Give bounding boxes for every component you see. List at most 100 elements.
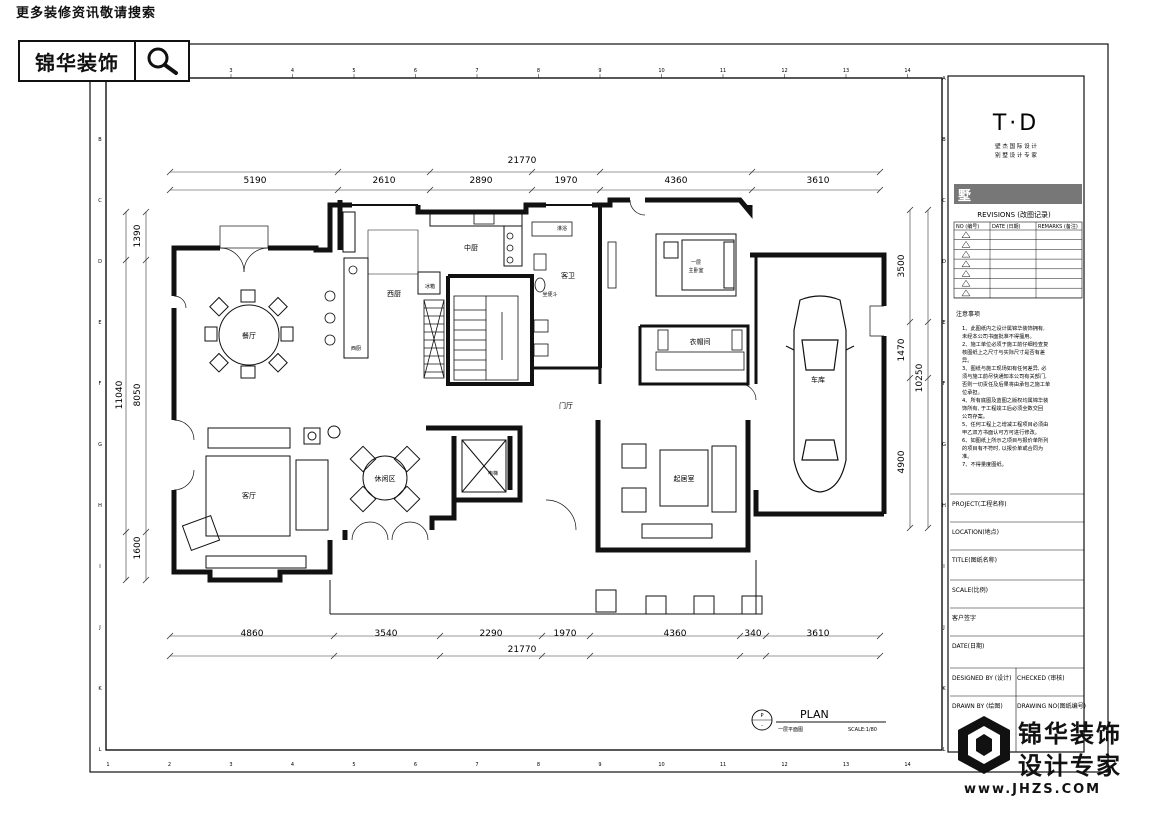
walls [171, 197, 887, 583]
closet-shelves [655, 329, 745, 371]
room-closet: 衣帽间 [690, 337, 711, 346]
bathroom-fixtures [531, 221, 617, 357]
grid-row-right-F: F [943, 381, 946, 387]
grid-row-right-I: I [943, 564, 944, 570]
note-line: 6、如图纸上所示之项目与报价单所列 [962, 436, 1048, 444]
dimension-lines [125, 171, 929, 657]
room-leisure: 休闲区 [375, 474, 396, 483]
plan-marker: P [760, 713, 763, 719]
title-field-label: 客户签字 [952, 614, 976, 622]
grid-row-right-G: G [942, 442, 946, 448]
note-line: 未经本公司书面批准不得擅用。 [962, 332, 1035, 340]
dim-bottom-1: 4860 [241, 629, 264, 639]
dim-top-segments: 5190 2610 2890 1970 4360 3610 [244, 176, 830, 186]
grid-col-top-5: 5 [352, 68, 355, 74]
note-line: 异。 [962, 357, 972, 364]
room-western-kitchen: 西厨 [387, 290, 401, 298]
dim-top-2: 2610 [373, 176, 396, 186]
rev-header-date: DATE (日期) [992, 224, 1021, 230]
dim-bottom-segments: 4860 3540 2290 1970 4360 340 3610 [241, 629, 830, 639]
plan-label-block: P - PLAN 一层平面图 SCALE:1/80 [751, 708, 886, 733]
notes-title: 注意事项 [956, 310, 980, 318]
plan-subtitle: 一层平面图 [778, 727, 803, 733]
company-line-1: 壁 杰 国 际 设 计 [995, 142, 1037, 150]
title-field-label: PROJECT(工程名称) [952, 500, 1007, 508]
grid-col-bottom-1: 1 [106, 762, 109, 768]
garage-car [785, 295, 855, 493]
note-line: 甲乙双方书面认可方可进行修改。 [962, 428, 1040, 436]
dim-right-3: 4900 [897, 450, 907, 473]
brand-search-box[interactable]: 锦华装饰 [18, 40, 190, 82]
kitchen-counters [342, 211, 523, 359]
elevator-shaft [461, 439, 507, 493]
grid-col-bottom-4: 4 [291, 762, 294, 768]
dim-right-2: 1470 [897, 338, 907, 361]
note-line: 位承担。 [962, 388, 983, 396]
staircase [423, 295, 519, 381]
grid-row-right-K: K [942, 686, 946, 692]
grid-row-left-K: K [98, 686, 102, 692]
dim-top-6: 3610 [807, 176, 830, 186]
grid-row-right-B: B [942, 137, 946, 143]
grid-row-left-C: C [98, 198, 102, 204]
watermark-line-1: 锦华装饰 [1018, 720, 1122, 748]
note-line: 7、不得量度图纸。 [962, 460, 1007, 468]
search-hint-text: 更多装修资讯敬请搜索 [16, 6, 157, 21]
room-living: 客厅 [242, 491, 256, 500]
room-fridge: 冰箱 [425, 283, 435, 290]
grid-row-right-H: H [942, 503, 946, 509]
inner-frame [105, 77, 943, 751]
grid-col-top-6: 6 [414, 68, 417, 74]
note-line: 否则一切责任及后果将由承包之施工单 [962, 380, 1050, 388]
room-master: 主卧室 [688, 267, 703, 274]
rev-header-remarks: REMARKS (备注) [1038, 223, 1078, 230]
revision-marker-icon [961, 250, 971, 258]
note-line: 3、图纸与施工现场如有任何差异, 必 [962, 364, 1047, 372]
grid-col-bottom-3: 3 [229, 762, 232, 768]
dim-top-4: 1970 [555, 176, 578, 186]
dim-bottom-5: 4360 [664, 629, 687, 639]
grid-row-right-C: C [942, 198, 946, 204]
revision-marker-icon [961, 289, 971, 297]
dim-right-1: 3500 [897, 254, 907, 277]
brand-name: 锦华装饰 [20, 42, 136, 80]
room-dining: 餐厅 [242, 331, 256, 340]
grid-row-right-A: A [942, 76, 946, 82]
grid-row-right-D: D [942, 259, 946, 265]
company-line-2: 别 墅 设 计 专 家 [995, 151, 1037, 159]
grid-row-left-H: H [98, 503, 102, 509]
revision-marker-icon [961, 270, 971, 277]
title-field-label: SCALE(比例) [952, 586, 988, 594]
dim-bottom-total: 21770 [508, 645, 537, 655]
grid-col-top-7: 7 [475, 68, 478, 74]
drawn-by-label: DRAWN BY (绘图) [952, 702, 1003, 710]
revision-marker-icon [961, 279, 971, 287]
grid-col-bottom-9: 9 [598, 762, 601, 768]
grid-col-bottom-11: 11 [720, 762, 726, 768]
outer-frame [89, 43, 1109, 773]
dim-bottom-6: 340 [744, 629, 761, 639]
grid-col-bottom-14: 14 [904, 762, 910, 768]
grid-row-left-D: D [98, 259, 102, 265]
dim-top-1: 5190 [244, 176, 267, 186]
front-terrace [329, 560, 763, 615]
grid-row-left-G: G [98, 442, 102, 448]
grid-col-bottom-2: 2 [168, 762, 171, 768]
dim-bottom-7: 3610 [807, 629, 830, 639]
grid-row-right-J: J [942, 625, 944, 631]
title-field-label: LOCATION(地点) [952, 528, 999, 536]
grid-col-bottom-6: 6 [414, 762, 417, 768]
search-button[interactable] [136, 42, 188, 80]
revision-marker-icon [961, 260, 971, 268]
family-room-furniture [621, 443, 737, 539]
note-line: 4、所有底图及蓝图之版权均属锦华装 [962, 396, 1048, 404]
drawing-no-label: DRAWING NO(图纸编号) [1017, 702, 1086, 710]
td-logo: T·D [992, 111, 1039, 136]
revision-marker-icon [961, 240, 971, 248]
note-line: 饰所有, 于工程竣工后必须全数交回 [962, 404, 1043, 412]
category-label: 墅 [958, 189, 971, 204]
grid-row-left-I: I [99, 564, 100, 570]
dimension-ticks [122, 168, 932, 660]
plan-scale: SCALE:1/80 [848, 727, 877, 733]
